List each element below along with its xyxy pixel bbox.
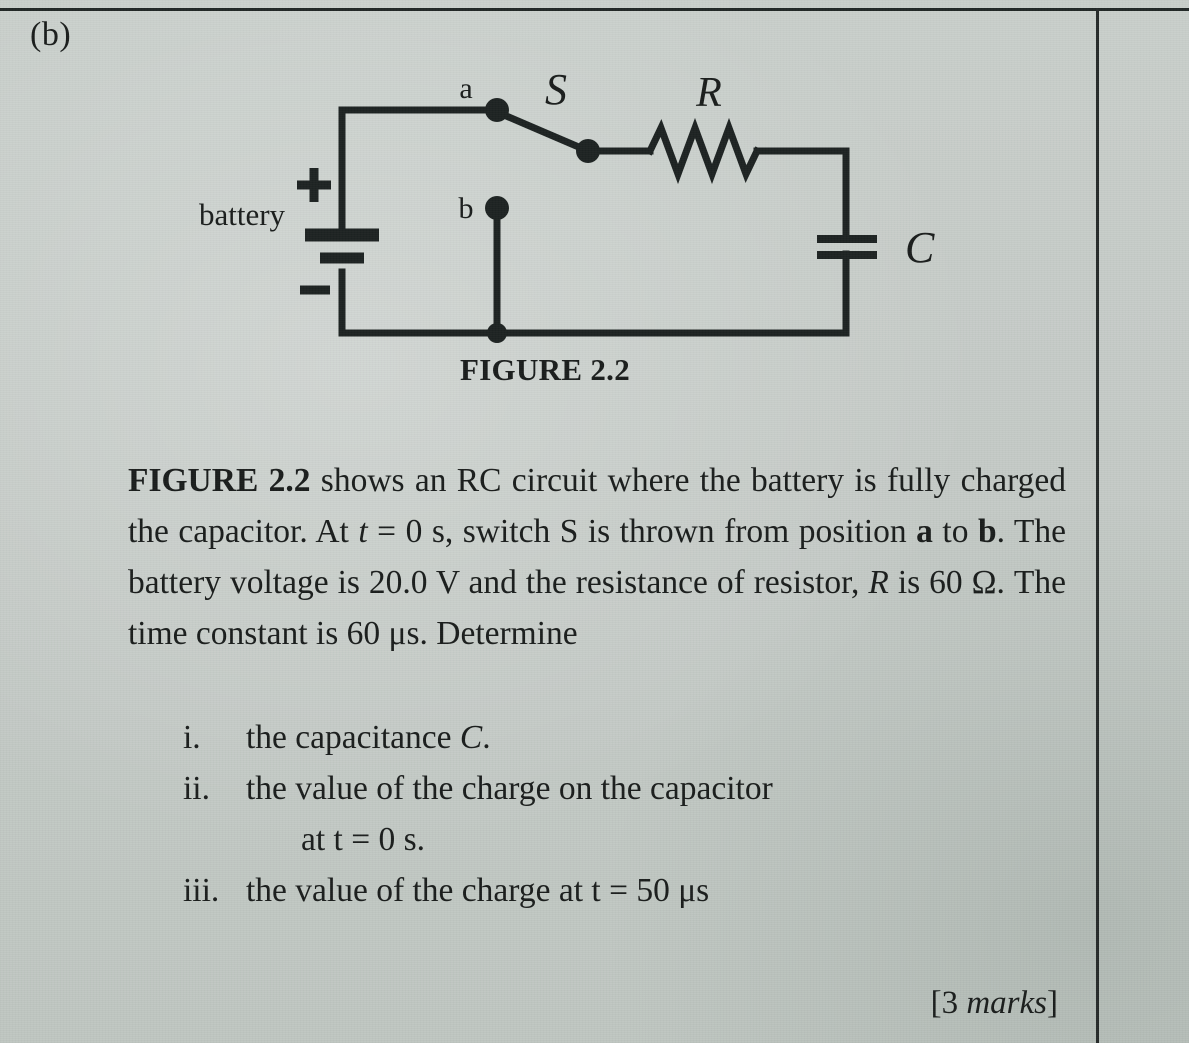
list-item-text: the value of the charge at t = 50 μs xyxy=(246,872,710,909)
terminal-dot-b xyxy=(485,196,509,220)
list-item: iii. the value of the charge at t = 50 μ… xyxy=(128,865,1066,916)
junction-dot-bottom xyxy=(487,323,507,343)
question-paragraph-text: FIGURE 2.2 shows an RC circuit where the… xyxy=(128,462,1066,652)
node-a-label: a xyxy=(459,72,472,105)
question-sub-items: i. the capacitance C. ii. the value of t… xyxy=(128,712,1066,916)
switch-label: S xyxy=(545,65,567,114)
list-item-numeral: ii. xyxy=(183,770,210,807)
marks-annotation: [3 marks] xyxy=(0,985,1058,1022)
list-item: i. the capacitance C. xyxy=(128,712,1066,763)
terminal-dot-switch-pole xyxy=(576,139,600,163)
battery-polarity-marks xyxy=(297,168,331,295)
list-item: ii. the value of the charge on the capac… xyxy=(128,763,1066,814)
node-b-label: b xyxy=(459,192,474,225)
list-item-text: the capacitance C. xyxy=(246,719,491,756)
marks-bracket-open: [ xyxy=(930,985,942,1021)
list-item-numeral: i. xyxy=(183,719,201,756)
right-margin-vertical-rule xyxy=(1096,8,1099,1043)
marks-bracket-close: ] xyxy=(1047,985,1058,1021)
battery-symbol xyxy=(305,228,379,264)
battery-label: battery xyxy=(199,197,286,232)
rc-circuit-diagram: battery a b S R C xyxy=(199,65,935,343)
circuit-wires xyxy=(338,106,850,337)
list-item-numeral: iii. xyxy=(183,872,220,909)
circuit-figure: battery a b S R C xyxy=(0,50,1090,400)
list-item-text: the value of the charge on the capacitor xyxy=(246,770,773,807)
marks-word: marks xyxy=(966,985,1047,1021)
resistor-label: R xyxy=(695,70,722,116)
capacitor-label: C xyxy=(905,223,935,272)
terminal-dot-a xyxy=(485,98,509,122)
wire-switch-blade xyxy=(492,107,593,156)
resistor-zigzag xyxy=(645,117,762,185)
top-horizontal-rule xyxy=(0,8,1189,11)
marks-value: 3 xyxy=(941,985,959,1021)
question-paragraph: FIGURE 2.2 shows an RC circuit where the… xyxy=(128,455,1066,659)
figure-caption: FIGURE 2.2 xyxy=(459,352,631,387)
part-label-b: (b) xyxy=(30,16,72,53)
capacitor-symbol xyxy=(817,235,877,259)
list-item-continuation: at t = 0 s. xyxy=(301,821,426,858)
